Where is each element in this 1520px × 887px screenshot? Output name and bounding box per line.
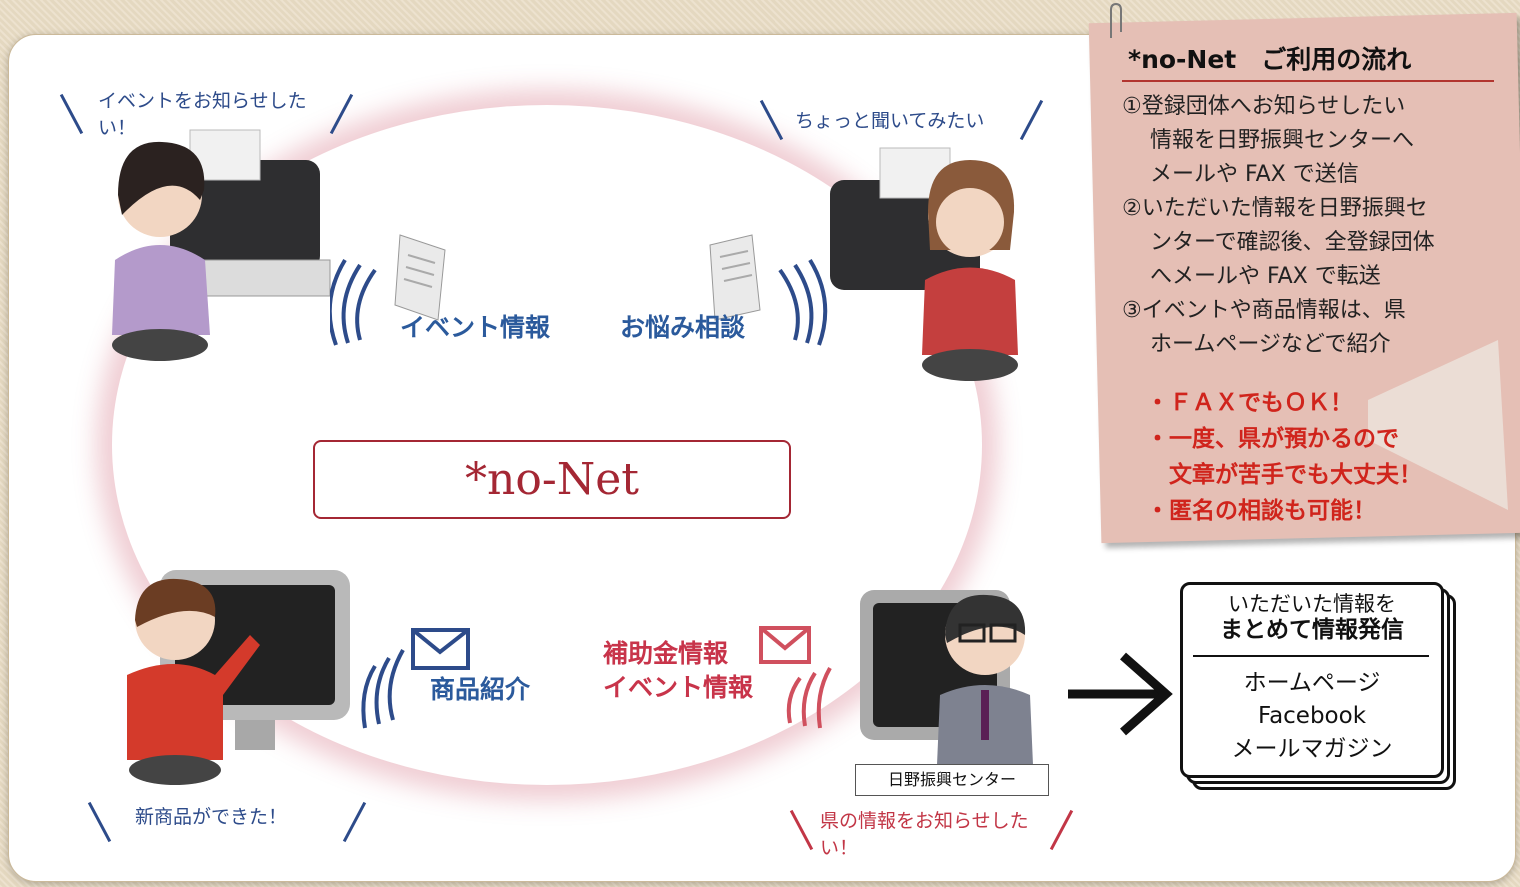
woman-printer-illustration-right bbox=[830, 147, 1018, 381]
megaphone-icon bbox=[1368, 340, 1508, 510]
step-3: ③イベントや商品情報は、県 ホームページなどで紹介 bbox=[1122, 298, 1406, 357]
center-tag: 日野振興センター bbox=[855, 764, 1049, 796]
note-points: ・ＦＡＸでもＯＫ！ ・一度、県が預かるので 文章が苦手でも大丈夫！ ・匿名の相談… bbox=[1146, 385, 1422, 529]
arrow-right-icon bbox=[1068, 652, 1173, 736]
balloon-top-left: イベントをお知らせしたい！ bbox=[98, 90, 307, 139]
center-staff-illustration bbox=[860, 590, 1033, 765]
mail-wave-icon-red bbox=[759, 626, 832, 729]
man-monitor-illustration bbox=[127, 570, 350, 785]
flow-consultation: お悩み相談 bbox=[620, 313, 746, 342]
point-anonymous: ・匿名の相談も可能！ bbox=[1146, 498, 1376, 524]
balloon-top-right: ちょっと聞いてみたい bbox=[795, 110, 985, 132]
flow-event-info: イベント情報 bbox=[400, 313, 551, 342]
mail-wave-icon bbox=[361, 628, 470, 729]
document-wave-icon bbox=[330, 234, 446, 346]
output-line2: まとめて情報発信 bbox=[1220, 617, 1404, 643]
document-wave-icon-right bbox=[709, 234, 828, 346]
paperclip-icon bbox=[1110, 2, 1122, 38]
channel-mailmagazine: メールマガジン bbox=[1231, 736, 1393, 762]
output-heading: いただいた情報を まとめて情報発信 bbox=[1183, 591, 1441, 643]
output-channels: ホームページ Facebook メールマガジン bbox=[1183, 667, 1441, 766]
flow-subsidy: 補助金情報 bbox=[603, 639, 729, 668]
step-1: ①登録団体へお知らせしたい 情報を日野振興センターへ メールや FAX で送信 bbox=[1122, 94, 1415, 187]
balloon-bottom-left: 新商品ができた！ bbox=[135, 806, 288, 828]
note-title-rule bbox=[1122, 80, 1494, 82]
point-prefecture: ・一度、県が預かるので bbox=[1146, 426, 1399, 452]
channel-homepage: ホームページ bbox=[1243, 670, 1381, 696]
flow-product: 商品紹介 bbox=[430, 675, 531, 704]
output-card: いただいた情報を まとめて情報発信 ホームページ Facebook メールマガジ… bbox=[1180, 582, 1444, 778]
woman-printer-illustration bbox=[112, 129, 331, 361]
center-label: *no-Net bbox=[313, 440, 791, 519]
step-2: ②いただいた情報を日野振興セ ンターで確認後、全登録団体 へメールや FAX で… bbox=[1122, 196, 1435, 289]
point-writing-ok: 文章が苦手でも大丈夫！ bbox=[1146, 462, 1422, 488]
channel-facebook: Facebook bbox=[1257, 703, 1367, 729]
flow-event-info-red: イベント情報 bbox=[603, 673, 754, 702]
note-title: *no-Net ご利用の流れ bbox=[1128, 45, 1412, 74]
balloon-bottom-right: 県の情報をお知らせしたい！ bbox=[820, 810, 1029, 859]
output-divider bbox=[1193, 655, 1429, 657]
point-fax-ok: ・ＦＡＸでもＯＫ！ bbox=[1146, 390, 1353, 416]
output-line1: いただいた情報を bbox=[1228, 592, 1396, 616]
